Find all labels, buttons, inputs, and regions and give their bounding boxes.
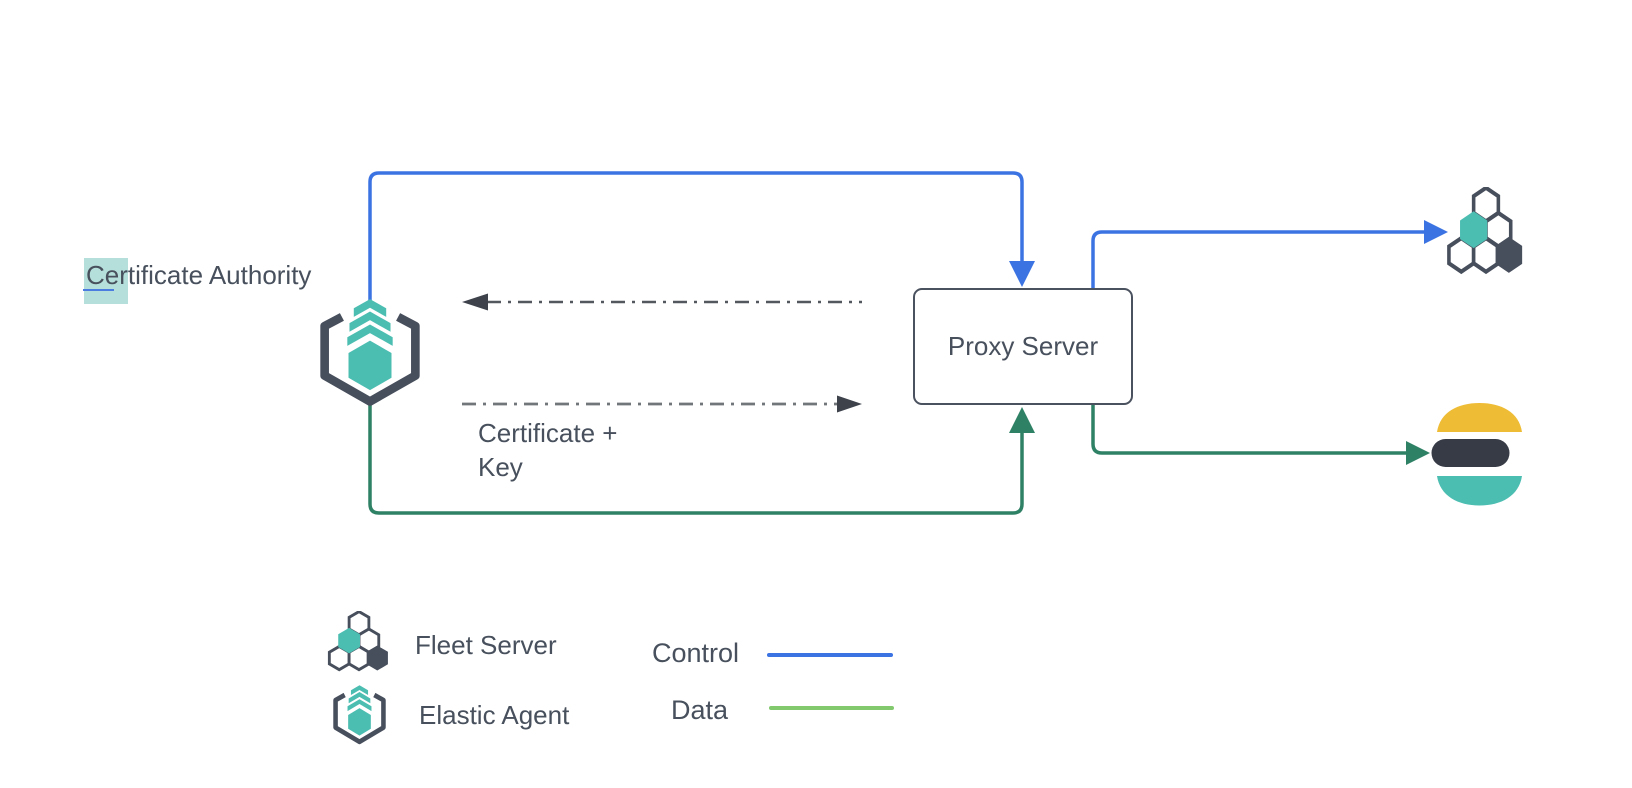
data-line-proxy-to-elasticsearch[interactable] — [1091, 405, 1406, 455]
legend-control-line — [767, 653, 893, 657]
legend-agent-hexagon-core — [348, 708, 371, 736]
data-arrowhead-into-elasticsearch — [1406, 441, 1430, 465]
legend-data-line — [769, 706, 894, 710]
agent-hexagon-core — [348, 340, 392, 391]
certificate-key-label[interactable]: Certificate + Key — [478, 418, 618, 482]
agent-chevron-1 — [353, 299, 387, 317]
elastic-agent-icon[interactable] — [316, 297, 424, 409]
elasticsearch-icon[interactable] — [1431, 403, 1528, 506]
text-selection-underline — [83, 289, 114, 291]
legend-fleet-hex-teal — [338, 627, 360, 654]
legend-elastic-agent-icon[interactable] — [331, 684, 388, 746]
elasticsearch-middle-bar — [1431, 439, 1510, 467]
control-line-proxy-to-fleet[interactable] — [1091, 230, 1424, 288]
legend-agent-chevron-3 — [347, 699, 372, 712]
data-line-agent-to-proxy[interactable] — [368, 401, 1024, 515]
proxy-server-node[interactable]: Proxy Server — [913, 288, 1133, 405]
certificate-authority-label[interactable]: Certificate Authority — [86, 260, 312, 290]
agent-bracket-shape — [320, 313, 420, 406]
dashed-arrowhead-to-proxy — [837, 395, 862, 413]
fleet-server-icon[interactable] — [1446, 187, 1526, 275]
data-arrowhead-into-proxy — [1009, 407, 1035, 433]
fleet-hex-teal — [1460, 211, 1488, 249]
legend-fleet-hex-dark — [366, 645, 388, 671]
fleet-hex-dark — [1495, 236, 1523, 273]
agent-chevron-3 — [347, 324, 393, 346]
agent-chevron-2 — [349, 311, 391, 332]
legend-agent-chevron-1 — [350, 685, 369, 696]
dashed-arrowhead-to-agent — [462, 293, 488, 311]
legend-fleet-server-label: Fleet Server — [415, 630, 557, 660]
control-arrowhead-into-proxy — [1009, 261, 1035, 287]
control-line-agent-to-proxy[interactable] — [368, 171, 1024, 303]
legend-agent-bracket-shape — [333, 692, 386, 745]
legend-control-label: Control — [652, 638, 740, 668]
elasticsearch-top-arc — [1437, 403, 1522, 432]
legend-fleet-server-icon[interactable] — [327, 611, 391, 672]
proxy-server-label: Proxy Server — [947, 331, 1099, 361]
legend-elastic-agent-label: Elastic Agent — [419, 700, 570, 730]
legend-agent-chevron-2 — [348, 692, 371, 704]
legend-data-label: Data — [671, 695, 729, 725]
control-arrowhead-into-fleet — [1424, 220, 1448, 244]
text-selection-highlight — [84, 258, 128, 304]
elasticsearch-bottom-arc — [1437, 476, 1522, 506]
